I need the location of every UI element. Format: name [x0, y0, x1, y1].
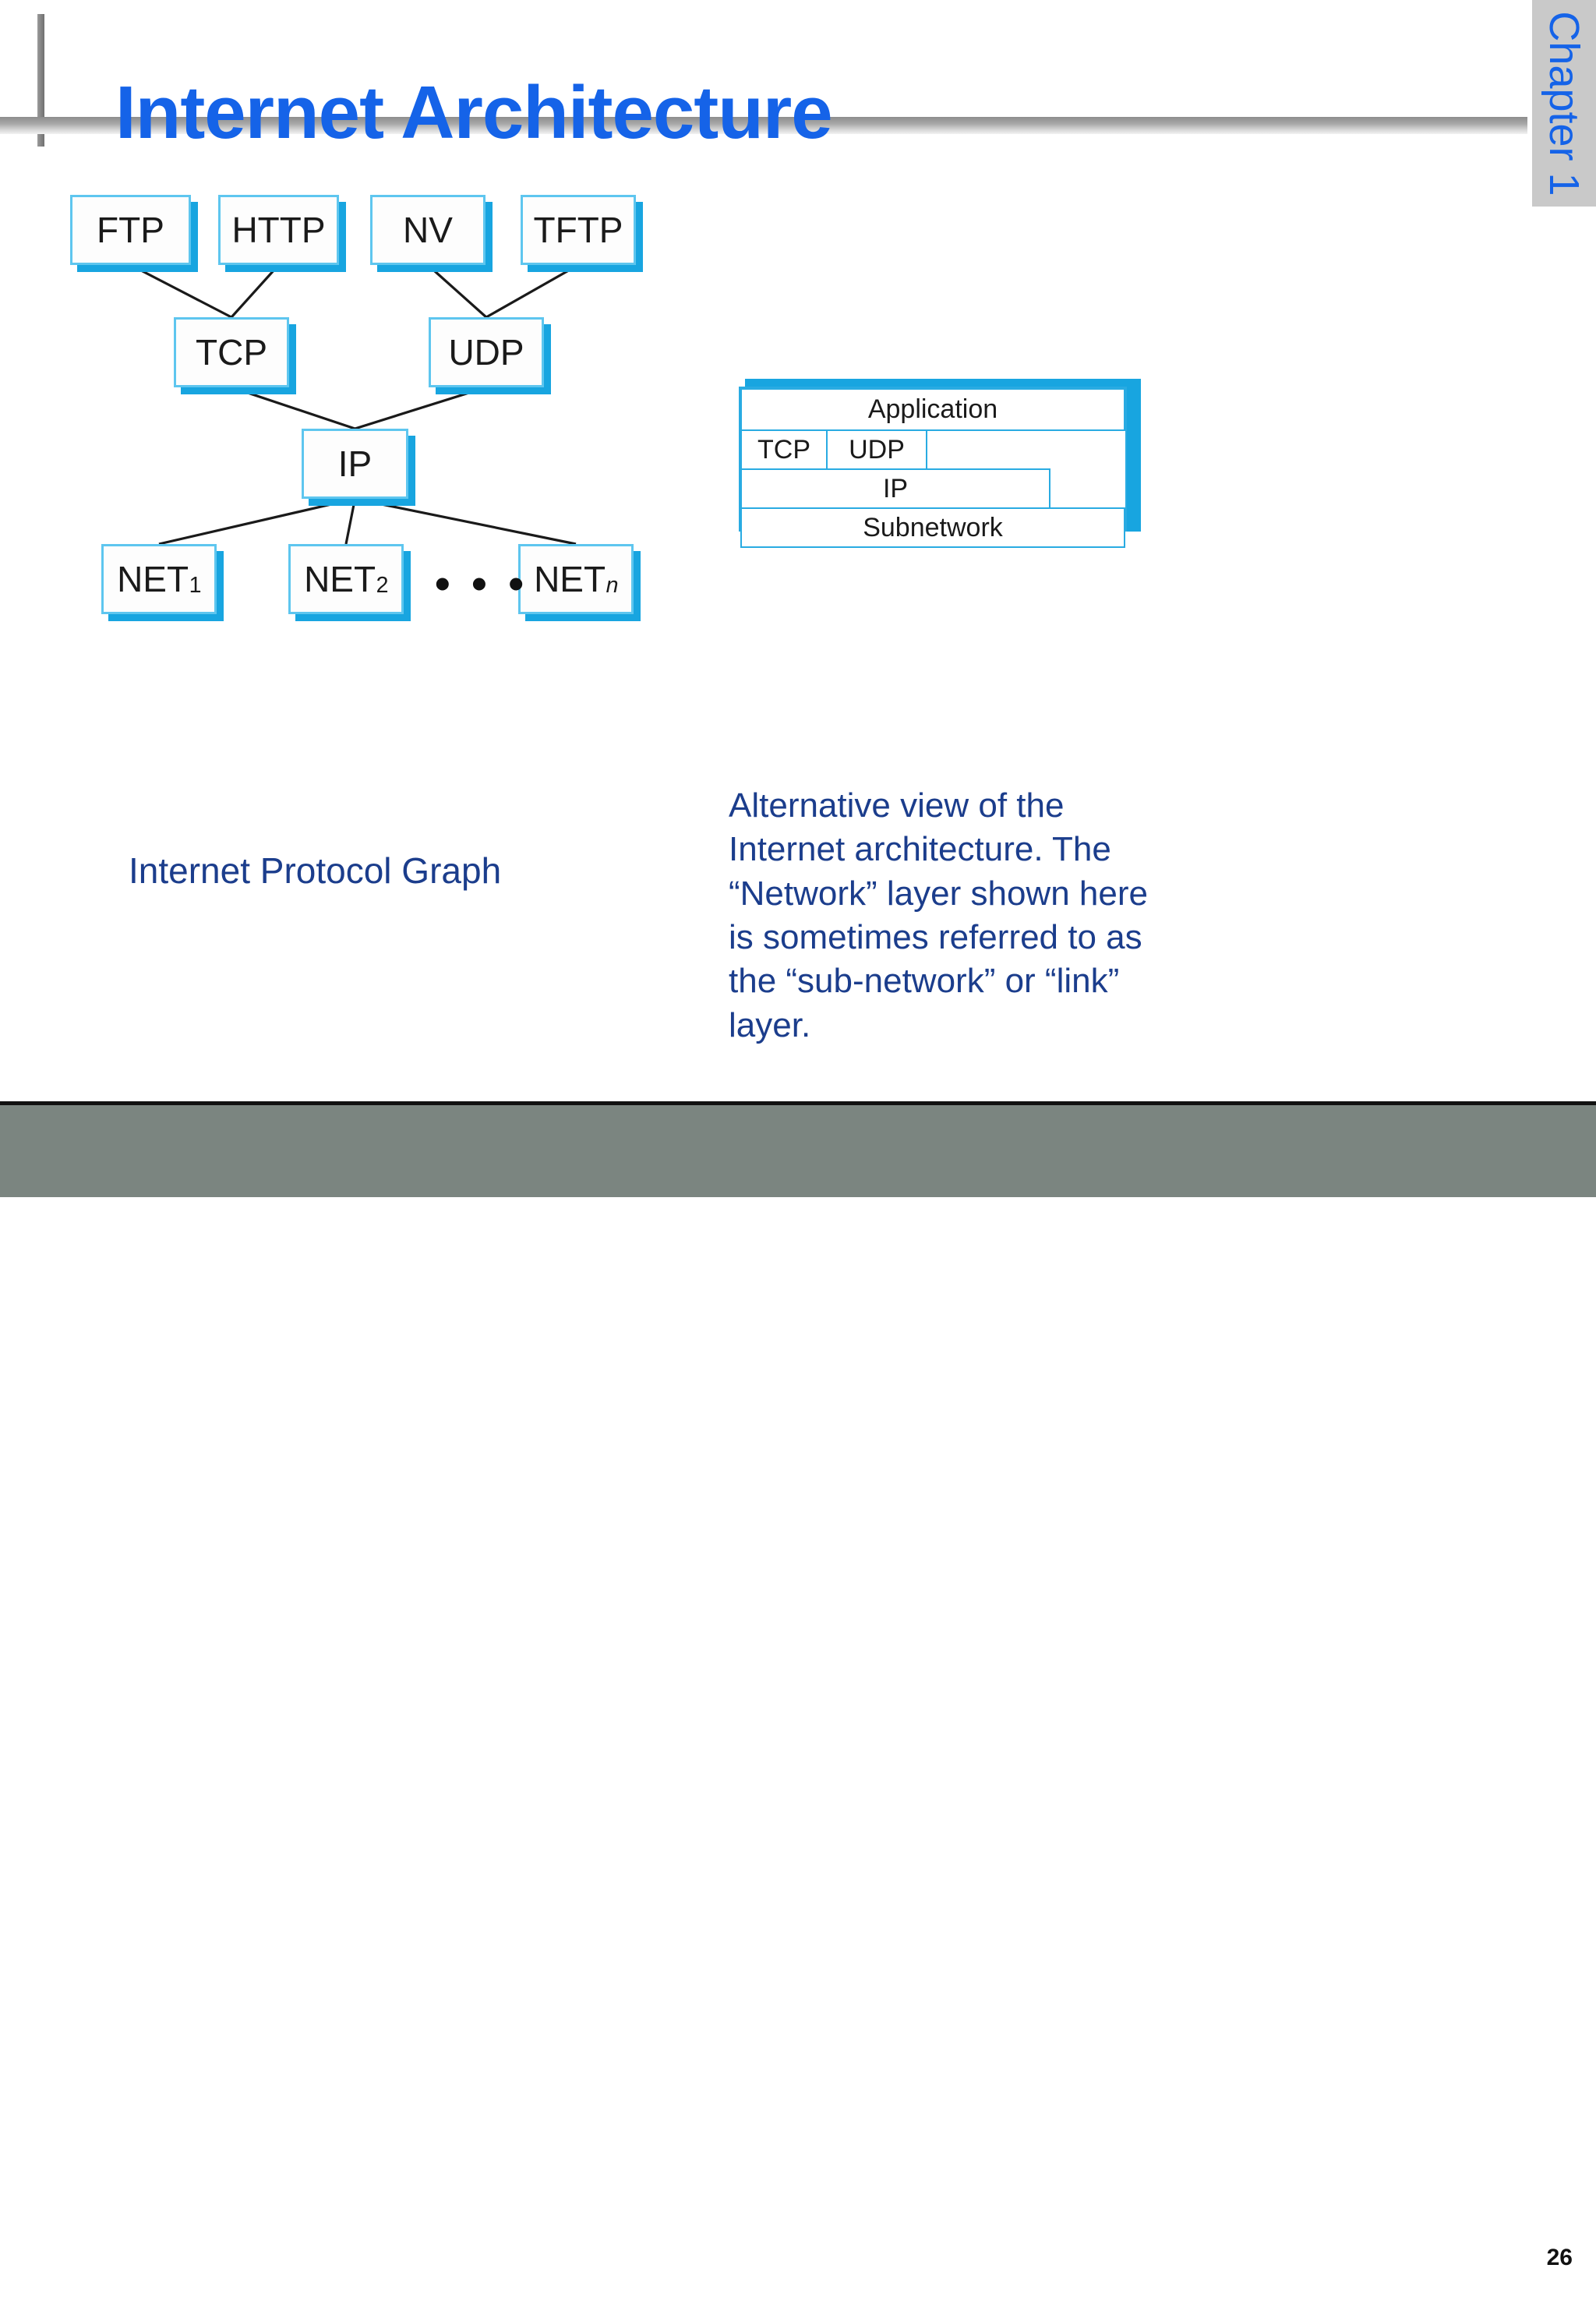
- protocol-node-nv: NV: [370, 195, 486, 265]
- protocol-node-label: NV: [403, 210, 453, 250]
- alternative-view-paragraph: Alternative view of the Internet archite…: [729, 786, 1148, 1044]
- protocol-edge-tcp-ip: [231, 386, 356, 430]
- protocol-edge-tftp-udp: [486, 263, 579, 319]
- protocol-node-tcp: TCP: [174, 317, 289, 387]
- protocol-node-subscript: n: [606, 573, 619, 599]
- morgan-kaufmann-wordmark: MORGAN KAUFMANN: [41, 2287, 203, 2300]
- stack-layer-label: Subnetwork: [863, 512, 1003, 542]
- protocol-graph-caption: Internet Protocol Graph: [129, 850, 502, 891]
- stack-layer-udp: UDP: [826, 429, 927, 470]
- stack-layer-label: Application: [867, 394, 998, 424]
- protocol-node-tftp: TFTP: [521, 195, 636, 265]
- stack-layer-label: UDP: [849, 434, 905, 465]
- title-vertical-rule: [37, 14, 44, 147]
- stack-layer-subnetwork: Subnetwork: [740, 507, 1125, 548]
- protocol-node-subscript: 2: [376, 573, 389, 599]
- page-title: Internet Architecture: [115, 71, 833, 155]
- protocol-node-label: NET: [117, 559, 189, 599]
- protocol-node-udp: UDP: [429, 317, 544, 387]
- stack-layer-application: Application: [740, 388, 1125, 431]
- protocol-edge-nv-udp: [426, 263, 488, 319]
- chapter-tab: Chapter 1: [1532, 0, 1596, 207]
- protocol-node-ftp: FTP: [70, 195, 191, 265]
- chapter-tab-label: Chapter 1: [1541, 10, 1587, 196]
- protocol-node-label: IP: [337, 443, 373, 484]
- protocol-edge-udp-ip: [355, 386, 487, 430]
- protocol-edge-ip-net2: [344, 498, 357, 545]
- stack-layer-label: IP: [882, 473, 909, 503]
- ellipsis-icon: • • •: [435, 559, 528, 608]
- protocol-node-ip: IP: [302, 429, 408, 499]
- protocol-node-label: TCP: [196, 332, 267, 373]
- protocol-node-subscript: 1: [189, 573, 202, 599]
- page-number: 26: [1546, 2245, 1573, 2270]
- protocol-node-label: UDP: [448, 332, 524, 373]
- stack-layer-label: TCP: [757, 434, 810, 465]
- protocol-edge-ftp-tcp: [129, 263, 232, 319]
- footer-divider: [0, 1101, 1596, 1105]
- protocol-node-http: HTTP: [218, 195, 339, 265]
- footer-bar: MORGAN KAUFMANN 26: [0, 1105, 1596, 2300]
- protocol-edge-http-tcp: [230, 263, 280, 319]
- protocol-edge-ip-net1: [158, 497, 355, 546]
- protocol-node-label: NET: [304, 559, 376, 599]
- title-horizontal-rule: [0, 117, 1527, 134]
- protocol-node-label: TFTP: [533, 210, 623, 250]
- protocol-node-label: NET: [534, 559, 606, 599]
- protocol-node-label: HTTP: [231, 210, 326, 250]
- protocol-node-label: FTP: [97, 210, 164, 250]
- stack-layer-ip: IP: [740, 468, 1050, 509]
- stack-layer-tcp: TCP: [740, 429, 828, 470]
- protocol-edge-ip-netn: [355, 497, 577, 546]
- protocol-graph-edges: [129, 263, 579, 546]
